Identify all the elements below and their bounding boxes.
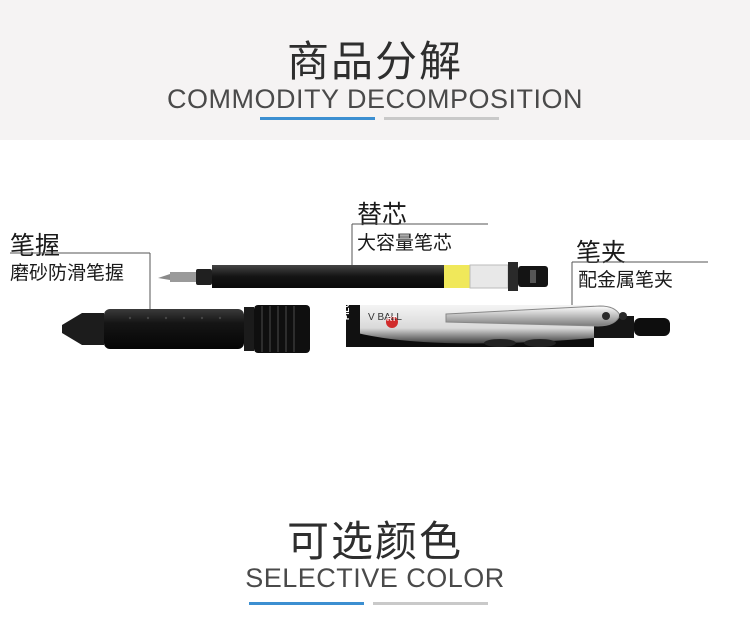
refill-part	[158, 262, 548, 291]
section-subtitle-en: COMMODITY DECOMPOSITION	[166, 84, 583, 114]
title-underline-muted	[384, 117, 499, 120]
grip-desc: 磨砂防滑笔握	[10, 262, 125, 284]
color-underline-muted	[373, 602, 488, 605]
grip-callout-line	[10, 252, 151, 310]
clip-desc: 配金属笔夹	[578, 269, 674, 291]
title-underline-accent	[260, 117, 375, 120]
grip-label: 笔握	[10, 231, 61, 260]
color-section-title-cn: 可选颜色	[286, 517, 463, 566]
header-band	[0, 0, 750, 140]
refill-desc: 大容量笔芯	[357, 232, 453, 254]
pen-brand-print: PILOT	[342, 296, 351, 320]
grip-part	[62, 305, 310, 353]
color-section-subtitle-en: SELECTIVE COLOR	[245, 563, 505, 593]
section-title-cn: 商品分解	[286, 37, 463, 86]
pen-badge-print: RT	[387, 316, 397, 323]
refill-callout-line	[351, 223, 488, 268]
color-underline-accent	[249, 602, 364, 605]
pen-model-print: V BALL	[368, 312, 402, 323]
clip-part	[445, 305, 627, 327]
